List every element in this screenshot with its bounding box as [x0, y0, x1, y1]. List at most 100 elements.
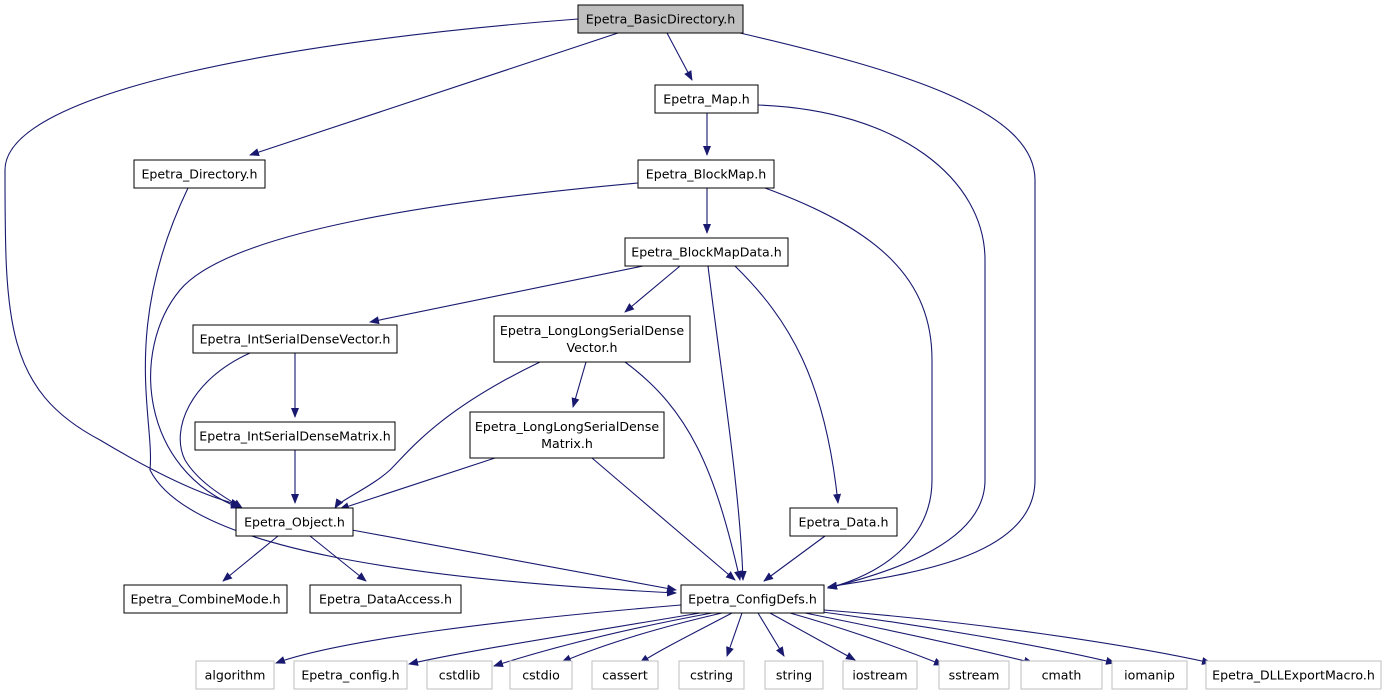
- node-label: Vector.h: [567, 340, 618, 355]
- edge-intvec-to-object: [179, 352, 251, 509]
- edge-basicdir-to-map: [666, 32, 693, 81]
- node-label: iomanip: [1124, 668, 1175, 683]
- node-label: Epetra_BasicDirectory.h: [586, 12, 735, 27]
- node-box: [133, 159, 266, 189]
- edge-object-to-dataaccess: [309, 535, 367, 582]
- edge-blockmapdata-to-configdefs: [707, 265, 747, 581]
- node-box: [938, 660, 1010, 690]
- node-sstream: sstream: [938, 660, 1010, 690]
- edge-blockmapdata-to-intvec: [369, 265, 644, 325]
- edge-configdefs-to-cmath: [804, 612, 1034, 665]
- node-box: [1111, 660, 1188, 690]
- edge-configdefs-to-cstring: [726, 612, 743, 657]
- node-label: Epetra_ConfigDefs.h: [688, 592, 817, 607]
- node-algorithm: algorithm: [195, 660, 275, 690]
- node-box: [764, 660, 824, 690]
- node-label: Epetra_Data.h: [799, 515, 889, 530]
- node-label: Epetra_Object.h: [244, 515, 345, 530]
- node-label: cstdlib: [439, 668, 480, 683]
- node-label: sstream: [949, 668, 1000, 683]
- node-box: [123, 584, 288, 614]
- edge-configdefs-to-algorithm: [275, 604, 682, 664]
- edge-data-to-configdefs: [763, 535, 826, 582]
- edge-configdefs-to-cstdlib: [493, 612, 713, 668]
- node-cmath: cmath: [1020, 660, 1103, 690]
- node-label: cstring: [690, 668, 733, 683]
- edge-basicdir-to-directory: [249, 32, 619, 156]
- node-box: [1205, 660, 1382, 690]
- edge-llmat-to-object: [339, 457, 496, 510]
- edge-configdefs-to-sstream: [789, 612, 944, 666]
- node-box: [637, 159, 775, 189]
- node-box: [194, 421, 396, 451]
- node-label: Epetra_DataAccess.h: [319, 592, 452, 607]
- node-label: cstdio: [522, 668, 560, 683]
- node-box: [192, 324, 398, 354]
- node-configdefs[interactable]: Epetra_ConfigDefs.h: [680, 584, 825, 614]
- edge-blockmapdata-to-data: [734, 265, 842, 504]
- node-box: [678, 660, 745, 690]
- node-box: [509, 660, 573, 690]
- node-basicdir[interactable]: Epetra_BasicDirectory.h: [577, 4, 744, 34]
- node-label: cmath: [1042, 668, 1082, 683]
- edge-configdefs-to-config: [408, 612, 701, 666]
- node-box: [309, 584, 462, 614]
- node-label: Matrix.h: [541, 436, 593, 451]
- edge-directory-to-configdefs: [144, 187, 677, 597]
- node-blockmapdata[interactable]: Epetra_BlockMapData.h: [624, 237, 789, 267]
- edge-map-to-configdefs: [757, 104, 986, 590]
- node-box: [577, 4, 744, 34]
- node-label: Epetra_config.h: [301, 668, 399, 683]
- node-box: [680, 584, 825, 614]
- node-intvec[interactable]: Epetra_IntSerialDenseVector.h: [192, 324, 398, 354]
- node-label: cassert: [602, 668, 648, 683]
- node-box: [654, 84, 759, 114]
- edge-blockmapdata-to-llvec: [624, 265, 681, 313]
- edge-configdefs-to-dllexport: [823, 609, 1212, 665]
- edge-blockmap-to-configdefs: [764, 187, 933, 590]
- node-directory[interactable]: Epetra_Directory.h: [133, 159, 266, 189]
- node-label: Epetra_CombineMode.h: [130, 592, 280, 607]
- node-iomanip: iomanip: [1111, 660, 1188, 690]
- node-iostream: iostream: [842, 660, 918, 690]
- node-label: Epetra_DLLExportMacro.h: [1212, 668, 1375, 683]
- edge-llvec-to-llmat: [571, 361, 587, 408]
- node-cassert: cassert: [591, 660, 659, 690]
- edge-configdefs-to-iostream: [769, 612, 856, 661]
- node-label: algorithm: [205, 668, 266, 683]
- edge-configdefs-to-cstdio: [561, 612, 723, 663]
- node-combinemode[interactable]: Epetra_CombineMode.h: [123, 584, 288, 614]
- edge-object-to-combinemode: [222, 535, 279, 582]
- node-dataaccess[interactable]: Epetra_DataAccess.h: [309, 584, 462, 614]
- node-box: [493, 315, 691, 363]
- node-label: Epetra_Directory.h: [141, 167, 257, 182]
- edge-object-to-configdefs: [351, 529, 677, 593]
- node-intmat[interactable]: Epetra_IntSerialDenseMatrix.h: [194, 421, 396, 451]
- node-label: Epetra_IntSerialDenseVector.h: [200, 332, 391, 347]
- node-box: [842, 660, 918, 690]
- node-cstdlib: cstdlib: [426, 660, 493, 690]
- node-map[interactable]: Epetra_Map.h: [654, 84, 759, 114]
- node-box: [1020, 660, 1103, 690]
- edge-configdefs-to-string: [757, 612, 785, 657]
- node-label: string: [776, 668, 812, 683]
- node-label: Epetra_BlockMap.h: [646, 167, 766, 182]
- node-string: string: [764, 660, 824, 690]
- node-box: [789, 507, 898, 537]
- node-blockmap[interactable]: Epetra_BlockMap.h: [637, 159, 775, 189]
- node-box: [426, 660, 493, 690]
- node-label: Epetra_Map.h: [663, 92, 749, 107]
- node-box: [195, 660, 275, 690]
- node-label: Epetra_LongLongSerialDense: [500, 323, 684, 338]
- node-object[interactable]: Epetra_Object.h: [235, 507, 354, 537]
- edge-configdefs-to-iomanip: [814, 610, 1116, 665]
- node-box: [624, 237, 789, 267]
- edge-llmat-to-configdefs: [591, 457, 736, 581]
- node-data[interactable]: Epetra_Data.h: [789, 507, 898, 537]
- edge-basicdir-to-configdefs: [739, 32, 1036, 590]
- node-label: iostream: [852, 668, 907, 683]
- edge-llvec-to-object: [334, 361, 541, 509]
- edge-blockmap-to-object: [150, 182, 639, 509]
